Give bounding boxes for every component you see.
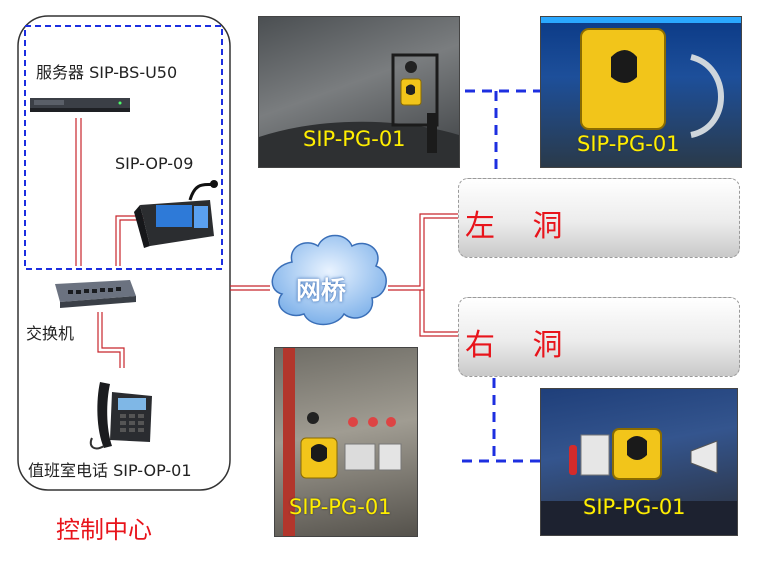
phone-label-4: SIP-PG-01	[583, 495, 686, 519]
phone-label-2: SIP-PG-01	[577, 132, 680, 156]
bridge-label: 网桥	[296, 276, 347, 305]
operator-console-label: SIP-OP-09	[115, 154, 194, 173]
right-tunnel-box: 右 洞	[458, 297, 740, 377]
phone-photo-4: SIP-PG-01	[540, 388, 738, 536]
server-device	[30, 98, 130, 112]
phone-photo-3: SIP-PG-01	[274, 347, 418, 537]
left-tunnel-label: 左 洞	[465, 209, 577, 244]
right-tunnel-label: 右 洞	[465, 328, 577, 363]
server-label: 服务器 SIP-BS-U50	[36, 63, 178, 82]
wireless-links	[462, 89, 540, 463]
tunnel-scene-1	[259, 53, 459, 167]
link-left-tunnel-phones	[465, 89, 540, 176]
link-bridge-tunnels	[388, 213, 458, 337]
switch-label: 交换机	[26, 324, 75, 343]
phone-photo-2: SIP-PG-01	[540, 16, 742, 168]
duty-phone-label: 值班室电话 SIP-OP-01	[28, 461, 192, 480]
left-tunnel-box: 左 洞	[458, 178, 740, 258]
tunnel-scene-3	[283, 348, 402, 536]
link-right-tunnel-phones	[462, 378, 540, 463]
phone-photo-1: SIP-PG-01	[258, 16, 460, 168]
phone-label-1: SIP-PG-01	[303, 127, 406, 151]
tunnel-scene-4	[541, 428, 737, 535]
tunnel-scene-2	[541, 17, 741, 138]
control-center-title: 控制中心	[56, 516, 152, 544]
link-center-bridge	[230, 285, 270, 291]
switch-device	[55, 280, 136, 308]
bridge-cloud	[271, 234, 387, 326]
link-server-switch	[75, 118, 82, 266]
control-center-frame	[17, 15, 231, 491]
link-switch-phone	[97, 312, 125, 368]
phone-label-3: SIP-PG-01	[289, 495, 392, 519]
operator-console-device	[134, 180, 218, 248]
duty-phone-device	[89, 382, 152, 450]
